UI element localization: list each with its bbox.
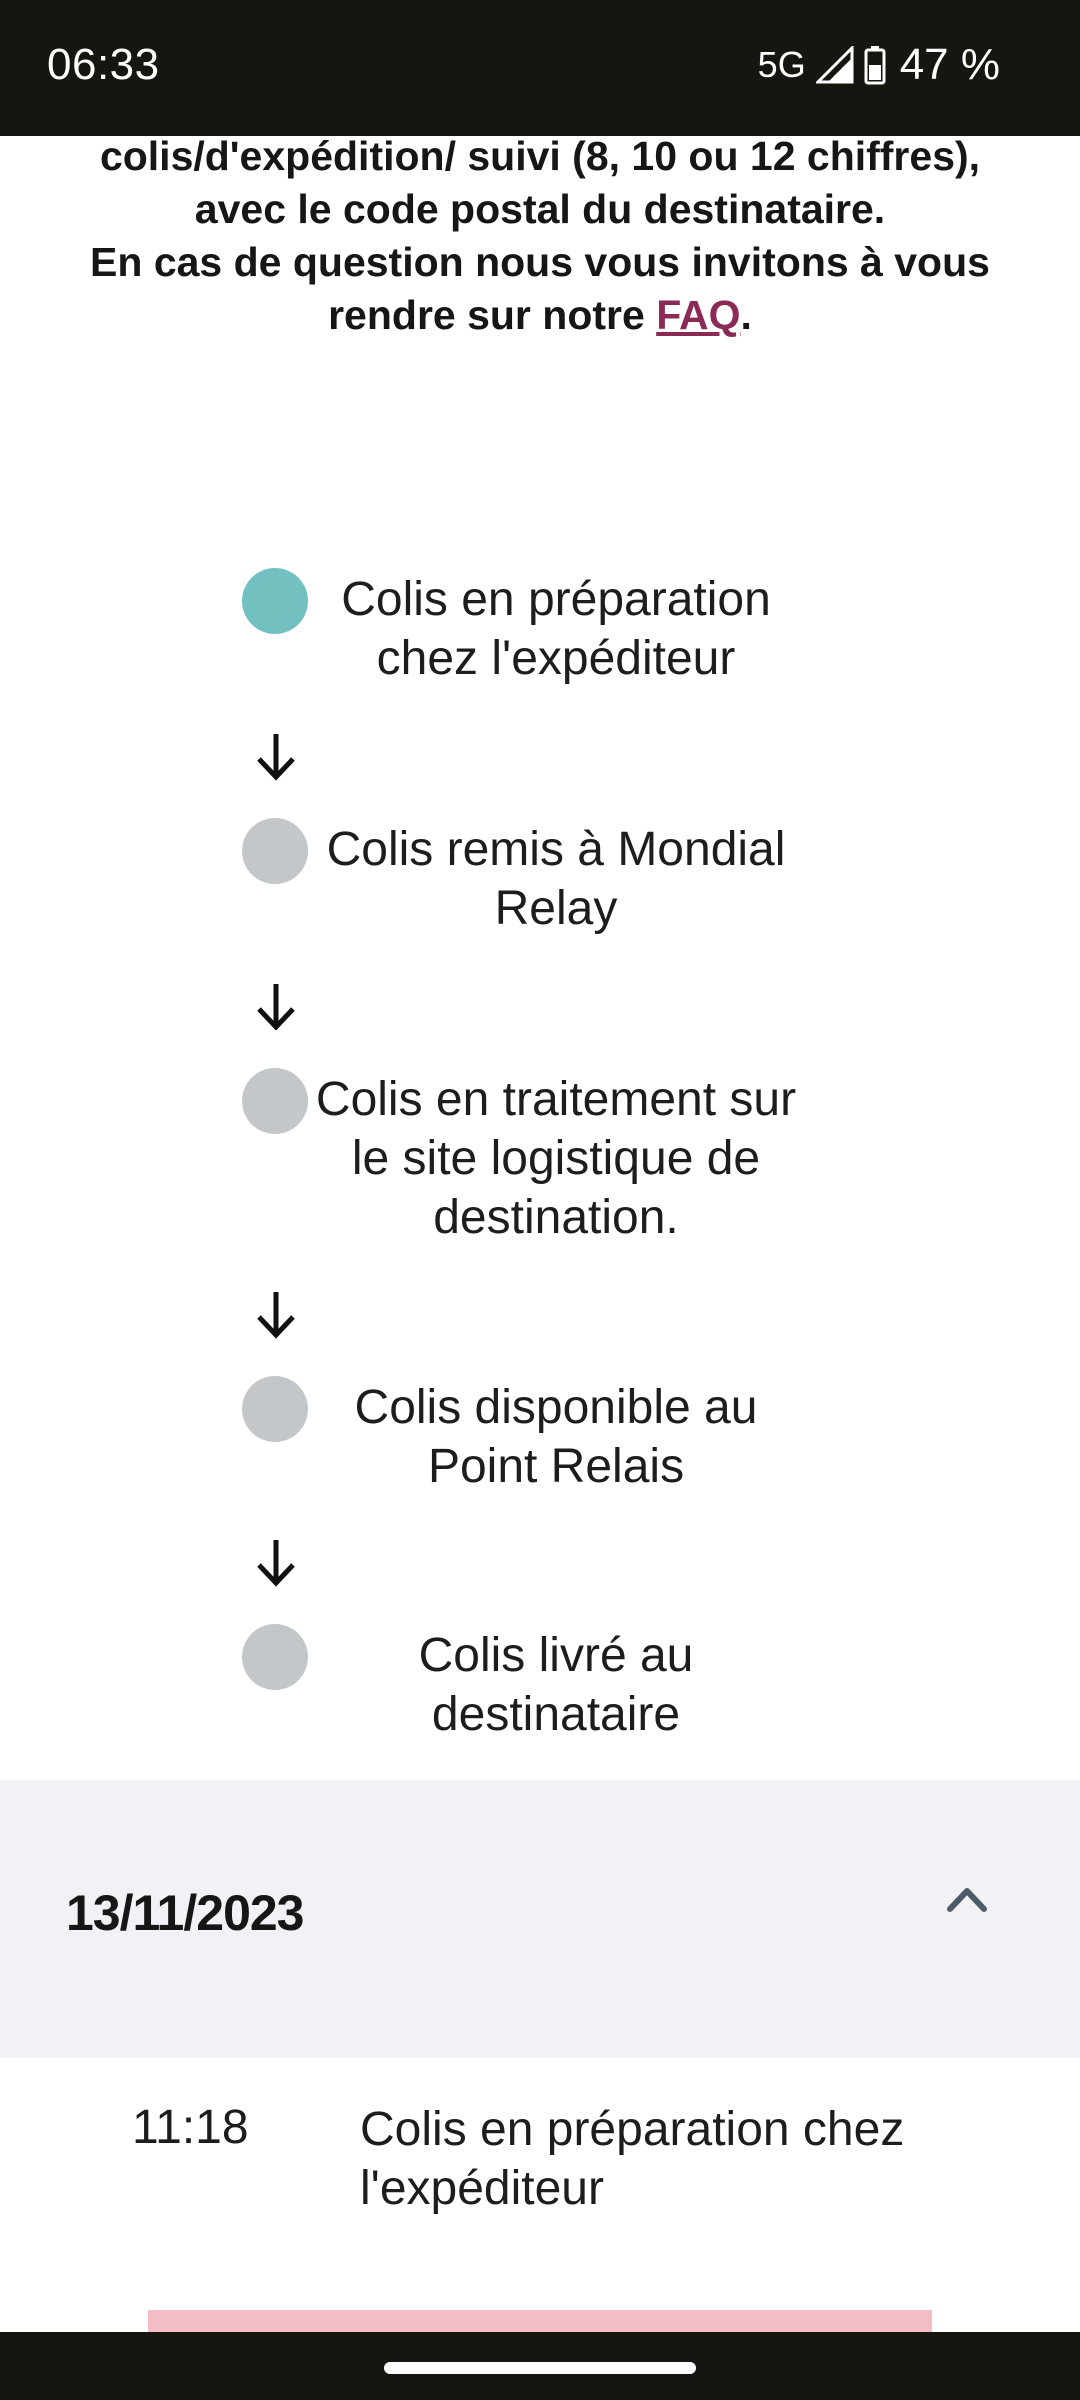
arrow-down-icon xyxy=(257,984,295,1031)
step-status-dot xyxy=(242,1376,308,1442)
step-label: Colis en traitement sur le site logistiq… xyxy=(315,1073,797,1244)
status-time: 06:33 xyxy=(47,40,160,89)
step-label: Colis remis à Mondial Relay xyxy=(326,823,786,935)
faq-sentence-start: En cas de question nous vous invitons à … xyxy=(90,239,990,338)
tracking-instructions: colis/d'expédition/ suivi (8, 10 ou 12 c… xyxy=(90,130,990,342)
step-status-dot xyxy=(242,1624,308,1690)
battery-icon xyxy=(864,46,886,85)
chevron-up-icon[interactable] xyxy=(945,1882,989,1914)
accent-bar xyxy=(148,2310,932,2332)
step-label: Colis en préparation chez l'expéditeur xyxy=(341,573,771,685)
event-time: 11:18 xyxy=(132,2101,249,2154)
faq-sentence-end: . xyxy=(740,292,752,338)
status-bar: 06:33 5G 47 % xyxy=(0,0,1080,136)
step-status-dot xyxy=(242,818,308,884)
signal-icon xyxy=(815,46,854,84)
battery-level: 47 % xyxy=(899,40,1000,89)
status-indicators: 5G 47 % xyxy=(758,40,1000,90)
event-description: Colis en préparation chez l'expéditeur xyxy=(360,2103,905,2215)
step-status-dot-active xyxy=(242,568,308,634)
history-date: 13/11/2023 xyxy=(66,1885,304,1941)
arrow-down-icon xyxy=(257,734,295,781)
arrow-down-icon xyxy=(257,1540,295,1587)
history-date-header[interactable]: 13/11/2023 xyxy=(0,1780,1080,2058)
navigation-bar xyxy=(0,2332,1080,2400)
arrow-down-icon xyxy=(257,1292,295,1339)
step-status-dot xyxy=(242,1068,308,1134)
home-gesture-handle[interactable] xyxy=(384,2362,696,2374)
faq-link[interactable]: FAQ xyxy=(656,292,741,338)
faq-sentence: En cas de question nous vous invitons à … xyxy=(90,236,990,342)
step-label: Colis livré au destinataire xyxy=(418,1629,694,1741)
step-label: Colis disponible au Point Relais xyxy=(354,1381,758,1493)
instructions-text: colis/d'expédition/ suivi (8, 10 ou 12 c… xyxy=(99,133,981,232)
network-type: 5G xyxy=(757,44,806,85)
